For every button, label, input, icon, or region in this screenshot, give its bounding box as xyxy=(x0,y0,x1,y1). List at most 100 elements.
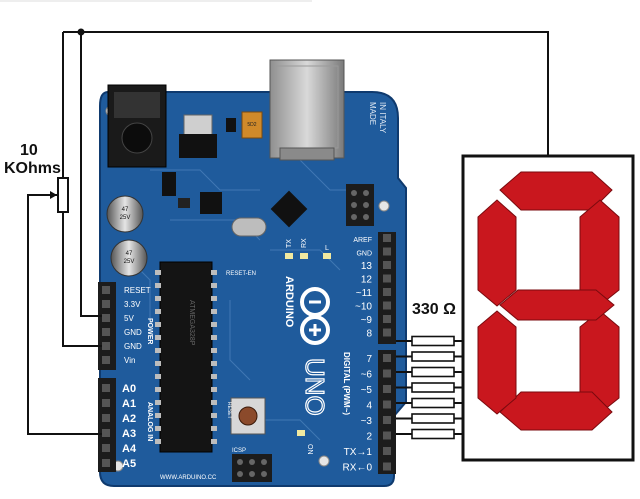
wire-wiper-to-a3 xyxy=(27,194,102,435)
digital-pin-label: ~3 xyxy=(361,416,373,427)
power-pin-label: RESET xyxy=(124,286,151,295)
chip-pin xyxy=(211,374,217,379)
wire-junction xyxy=(77,28,85,36)
digital-pin xyxy=(383,315,391,323)
power-pin xyxy=(102,342,110,350)
analog-pin-label: A4 xyxy=(122,443,137,455)
display-segment xyxy=(499,171,613,211)
digital-pin xyxy=(383,301,391,310)
digital-pin xyxy=(383,431,391,440)
tantalum-cap xyxy=(241,111,263,139)
display-segment xyxy=(477,199,517,307)
digital-pin xyxy=(383,416,391,424)
digital-header-lower xyxy=(378,350,396,474)
analog-pin xyxy=(102,429,110,437)
chip-pin xyxy=(155,361,161,366)
cap2-text2: 25V xyxy=(124,259,135,265)
chip-pin xyxy=(211,322,217,327)
mount-hole xyxy=(378,200,390,212)
analog-pin xyxy=(102,444,110,452)
cap1-text2: 25V xyxy=(120,215,131,221)
digital-pin-label: 7 xyxy=(366,354,372,365)
digital-pin xyxy=(383,274,391,283)
pot-unit: KOhms xyxy=(4,160,61,177)
chip-pin xyxy=(211,283,217,288)
chip-pin xyxy=(155,439,161,444)
on-label: ON xyxy=(306,444,313,455)
chip-pin xyxy=(211,335,217,340)
chip-pin xyxy=(211,270,217,275)
digital-pin-label: 4 xyxy=(366,401,372,412)
chip-pin xyxy=(155,348,161,353)
power-header-label: POWER xyxy=(146,318,153,344)
resistor xyxy=(411,397,455,409)
chip-pin xyxy=(211,361,217,366)
resistor xyxy=(411,351,455,362)
tx-label: TX xyxy=(286,239,293,248)
chip-pin xyxy=(155,426,161,431)
analog-pin xyxy=(102,399,110,407)
rx-led xyxy=(300,253,308,259)
chip-pin xyxy=(211,387,217,392)
on-led xyxy=(297,430,305,436)
crystal xyxy=(231,217,267,237)
cap1-text1: 47 xyxy=(122,207,129,213)
digital-pin xyxy=(383,447,391,455)
resistor-label: 330 Ω xyxy=(412,301,456,318)
digital-pin xyxy=(383,400,391,409)
chip-pin xyxy=(155,270,161,275)
reset-button xyxy=(230,397,266,435)
tx-led xyxy=(285,253,293,259)
power-pin xyxy=(102,286,110,294)
voltage-regulator xyxy=(183,114,213,136)
arduino-board: 5D2 MADE IN ITALY 47 25V 47 25V xyxy=(98,59,407,487)
power-pin-label: 5V xyxy=(124,314,134,323)
atmega-chip: ATMEGA328P xyxy=(155,261,217,453)
digital-pin-label: GND xyxy=(356,251,372,258)
wire-common-to-display xyxy=(81,31,549,156)
icsp-header-top xyxy=(346,184,374,226)
digital-header-label: DIGITAL (PWM~) xyxy=(342,352,351,415)
resistor xyxy=(411,428,455,440)
brand-label: ARDUINO xyxy=(283,276,295,328)
made-in-line2: IN ITALY xyxy=(378,102,387,134)
digital-pin xyxy=(383,369,391,378)
analog-pin xyxy=(102,414,110,422)
power-pin xyxy=(102,314,110,322)
digital-pin-label: 8 xyxy=(366,329,372,340)
display-segment xyxy=(477,310,517,415)
dc-power-jack xyxy=(107,84,167,168)
smd-part xyxy=(226,118,236,132)
analog-pin-label: A0 xyxy=(122,383,136,395)
digital-pin xyxy=(383,261,391,269)
analog-pin xyxy=(102,459,110,467)
reg-text: 5D2 xyxy=(247,122,256,128)
analog-pin-label: A3 xyxy=(122,428,136,440)
resistor-array xyxy=(396,335,463,440)
smd-diode xyxy=(178,198,190,208)
seven-segment-display xyxy=(461,154,635,462)
chip-pin xyxy=(155,400,161,405)
capacitor-1: 47 25V xyxy=(106,195,144,233)
digital-pin-label: TX→1 xyxy=(344,447,373,458)
digital-pin xyxy=(383,328,391,337)
usb-chip xyxy=(270,190,308,228)
potentiometer-body xyxy=(57,177,69,213)
l-led xyxy=(323,253,331,259)
display-segment xyxy=(499,391,613,431)
wire-pot-to-gnd xyxy=(62,212,102,347)
mount-hole xyxy=(318,455,330,467)
regulator-body xyxy=(179,134,217,158)
icsp-header-bottom xyxy=(232,454,272,482)
capacitor-2: 47 25V xyxy=(110,239,148,277)
wire-to-5v xyxy=(80,32,102,317)
resistor xyxy=(411,413,455,424)
chip-pin xyxy=(211,296,217,301)
chip-pin xyxy=(211,413,217,418)
analog-pin-label: A1 xyxy=(122,398,136,410)
power-pin xyxy=(102,356,110,364)
digital-pin xyxy=(383,247,391,256)
chip-pin xyxy=(155,309,161,314)
l-label: L xyxy=(325,245,329,252)
